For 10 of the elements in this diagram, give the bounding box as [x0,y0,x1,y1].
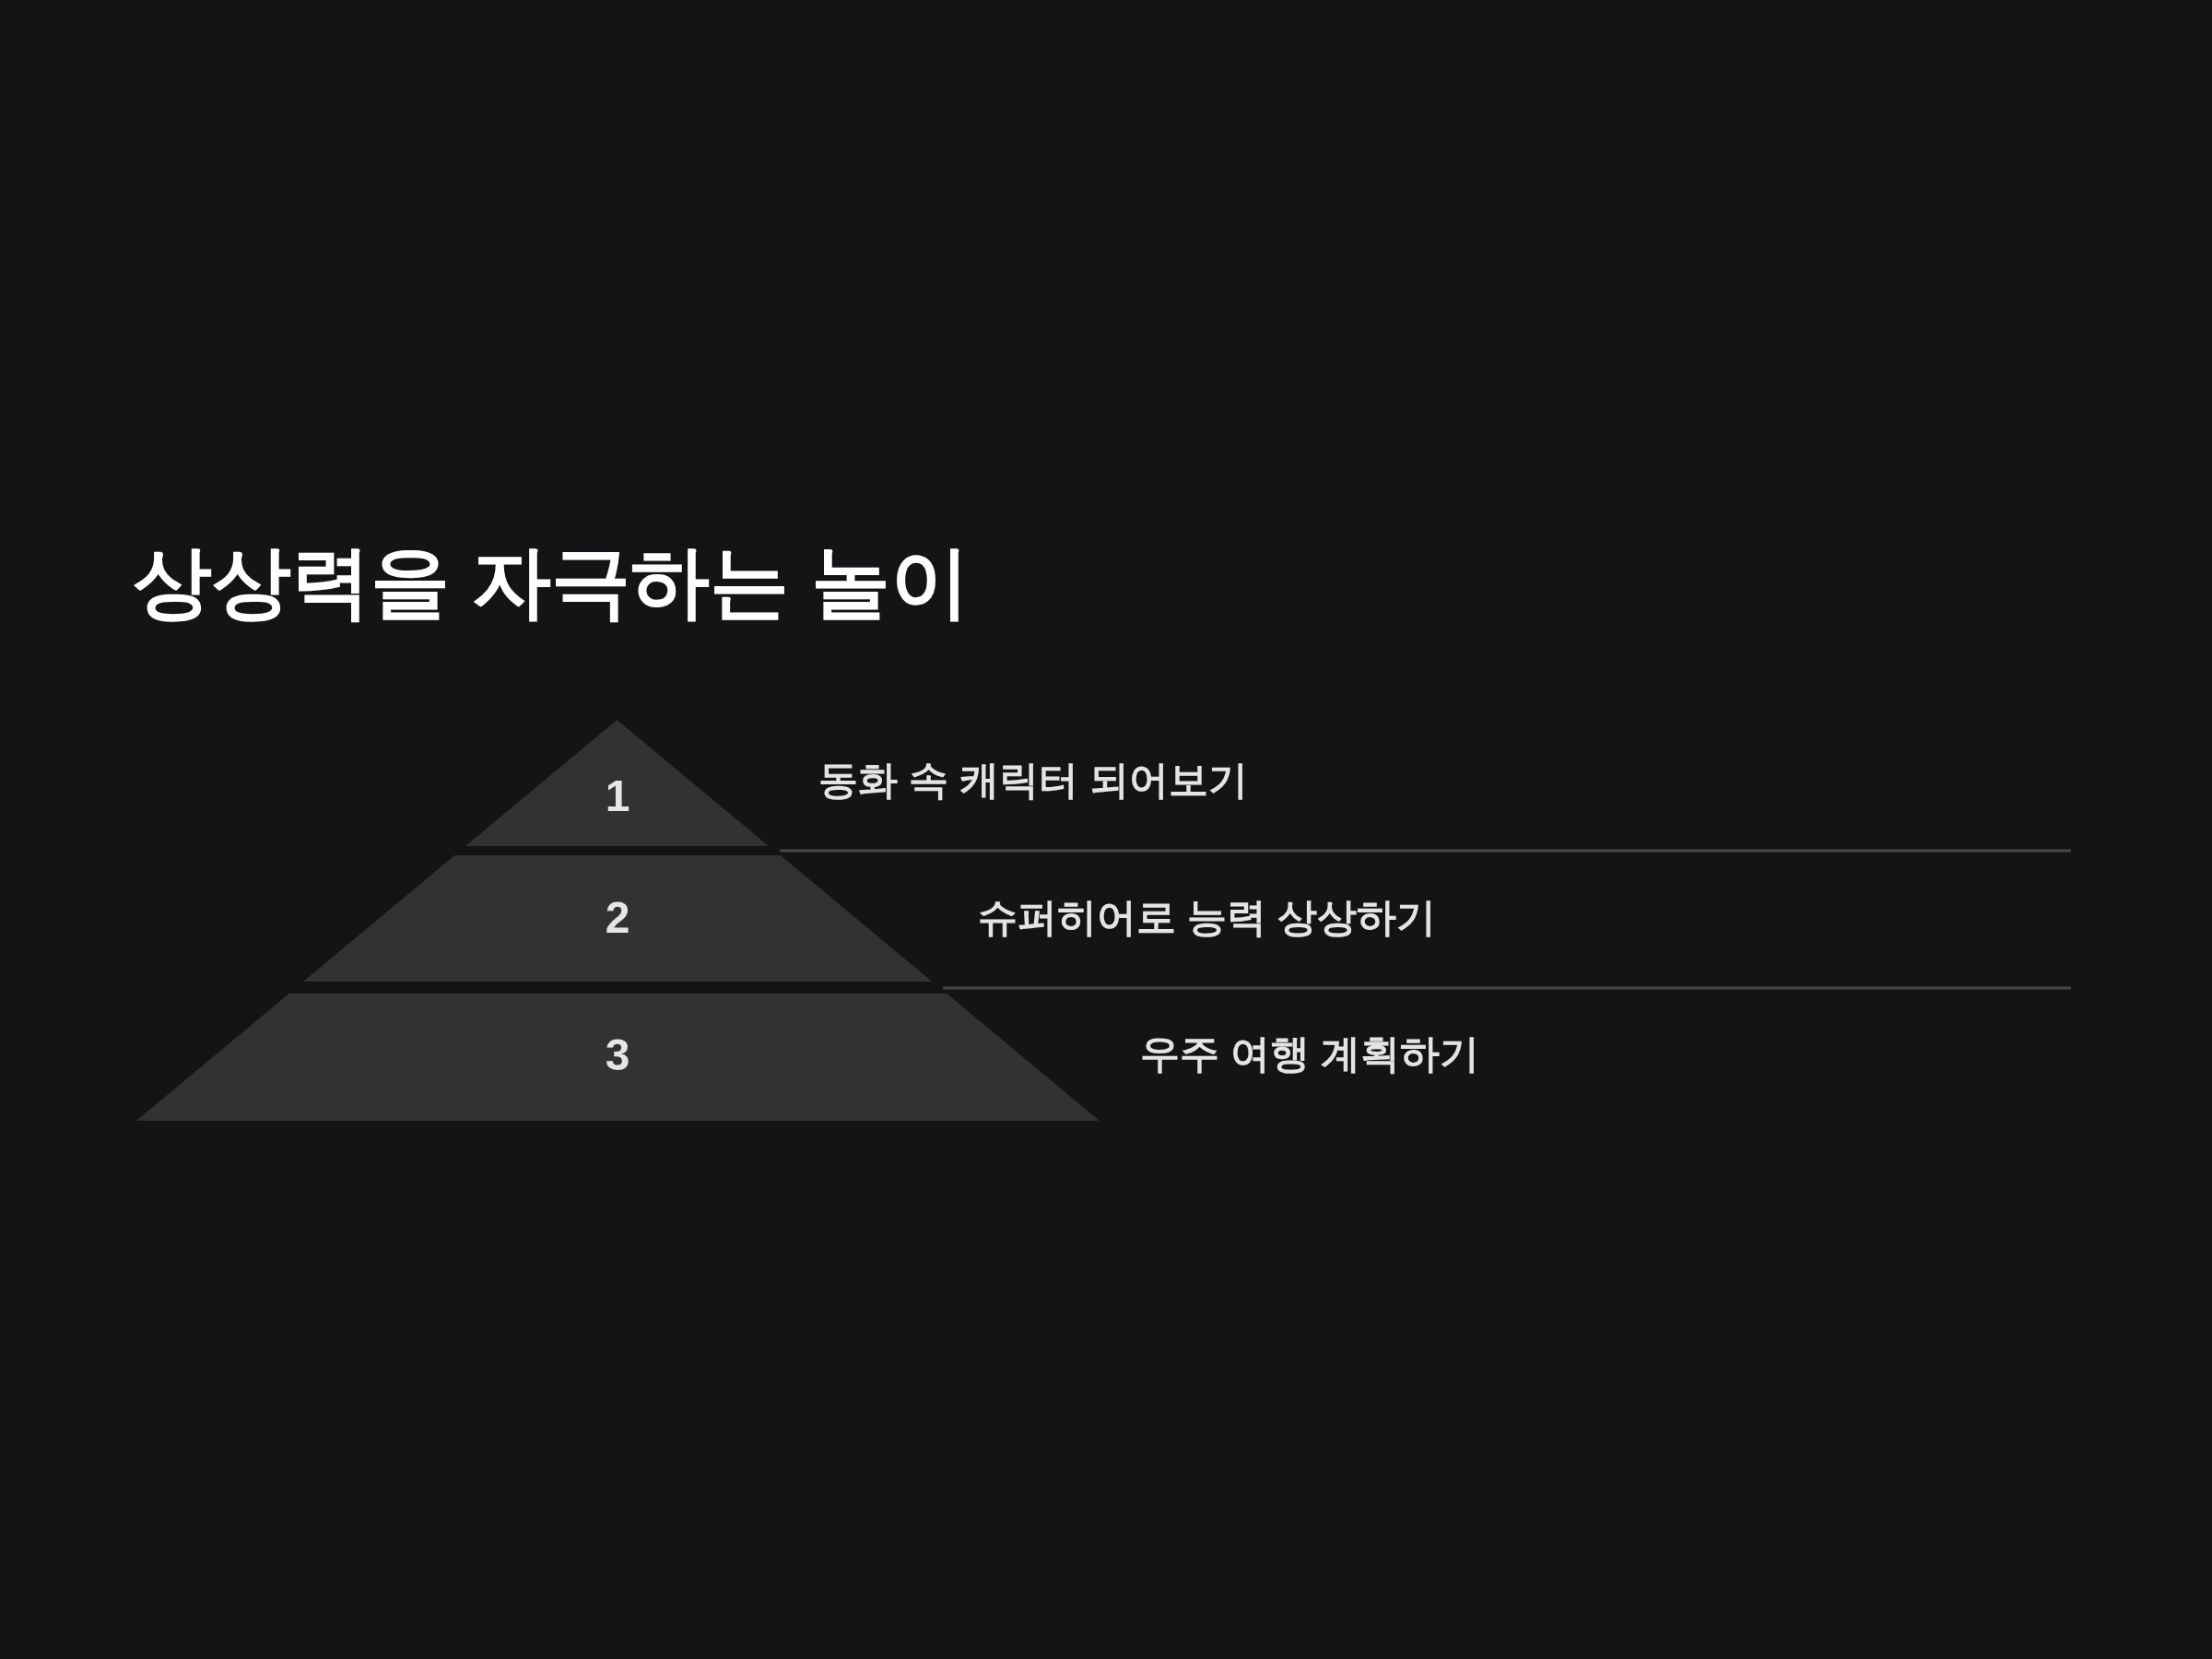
tier-number: 2 [605,896,630,940]
title: 상상력을 자극하는 놀이 [133,542,970,621]
pyramid-tier [302,855,933,982]
tier-label: 슈퍼히어로 능력 상상하기 [978,894,1436,942]
pyramid-tier [135,994,1100,1121]
tier-label: 동화 속 캐릭터 되어보기 [818,757,1248,805]
tier-label: 우주 여행 계획하기 [1140,1030,1479,1078]
tier-number: 3 [605,1033,630,1077]
pyramid-tier [465,720,770,846]
tier-number: 1 [605,774,630,818]
